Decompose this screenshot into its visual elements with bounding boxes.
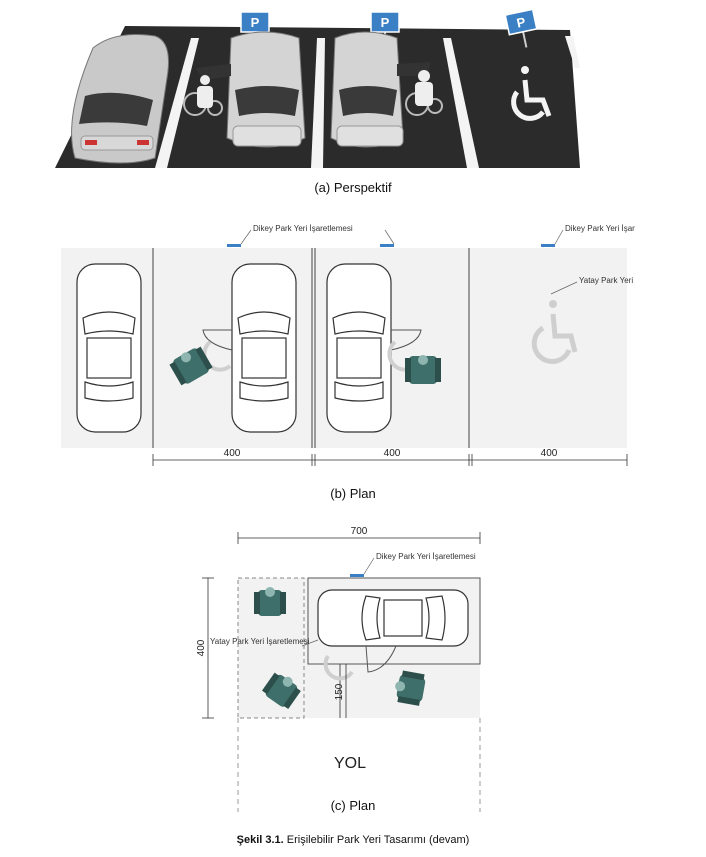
plan-diagram-c: 700 400 Dikey Park Yeri İşaretlemesi Yat… — [196, 526, 481, 812]
gap-dimension: 150 — [334, 683, 345, 700]
panel-b-caption: (b) Plan — [330, 486, 376, 501]
wheelchair-user-top-view — [254, 587, 286, 616]
svg-text:P: P — [251, 15, 260, 30]
perspective-illustration: P P P — [55, 8, 580, 168]
lane-line — [311, 38, 325, 168]
svg-text:P: P — [515, 14, 527, 31]
dimension-line — [152, 454, 628, 466]
car-top-view — [317, 589, 469, 647]
wheelchair-symbol-floor — [323, 654, 354, 681]
panel-c-caption: (c) Plan — [330, 798, 376, 813]
vertical-marking-label: Dikey Park Yeri İşaretlemesi — [376, 552, 476, 561]
wheelchair-user-figure — [405, 70, 443, 116]
car-top-view — [76, 263, 142, 433]
wheelchair-user-top-view — [169, 346, 213, 386]
figure-title: Erişilebilir Park Yeri Tasarımı (devam) — [283, 834, 470, 846]
car — [330, 31, 431, 148]
width-dimension: 700 — [351, 526, 368, 537]
dimension-value: 400 — [224, 448, 241, 459]
vertical-marking — [350, 574, 364, 577]
wheelchair-user-top-view — [262, 672, 301, 710]
vertical-marking — [227, 244, 241, 247]
open-door — [390, 329, 422, 351]
road-area — [237, 718, 481, 812]
horizontal-marking-label: Yatay Park Yeri İşaretlemesi — [210, 637, 310, 646]
lane-line — [443, 38, 479, 168]
vertical-marking-label: Dikey Park Yeri İşaretlemesi — [565, 224, 635, 233]
parking-sign: P — [504, 8, 538, 48]
vertical-marking-label: Dikey Park Yeri İşaretlemesi — [253, 224, 353, 233]
dimension-value: 400 — [541, 448, 558, 459]
open-door — [202, 329, 233, 351]
wheelchair-user-figure — [183, 75, 223, 116]
figure-caption: Şekil 3.1. Erişilebilir Park Yeri Tasarı… — [0, 834, 706, 846]
lane-line — [155, 38, 199, 168]
plan-diagram-b: Dikey Park Yeri İşaretlemesi Dikey Park … — [61, 224, 635, 466]
panel-a-caption: (a) Perspektif — [314, 180, 392, 195]
vertical-marking — [380, 244, 394, 247]
vertical-marking — [541, 244, 555, 247]
car-top-view — [326, 263, 392, 433]
horizontal-marking-label: Yatay Park Yeri İşaretlemesi — [579, 276, 635, 285]
height-dimension: 400 — [196, 639, 207, 656]
svg-text:P: P — [381, 15, 390, 30]
figure-number: Şekil 3.1. — [236, 834, 284, 846]
wheelchair-user-top-view — [395, 670, 426, 706]
wheelchair-symbol-floor — [531, 300, 578, 364]
dimension-line — [237, 532, 481, 544]
car — [71, 34, 169, 164]
dimension-line — [202, 577, 214, 719]
road-label: YOL — [334, 755, 366, 772]
wheelchair-symbol-painted — [511, 66, 552, 121]
wheelchair-user-top-view — [405, 355, 441, 384]
car-top-view — [231, 263, 297, 433]
open-door — [365, 645, 397, 673]
lane-line — [565, 36, 580, 68]
dimension-value: 400 — [384, 448, 401, 459]
